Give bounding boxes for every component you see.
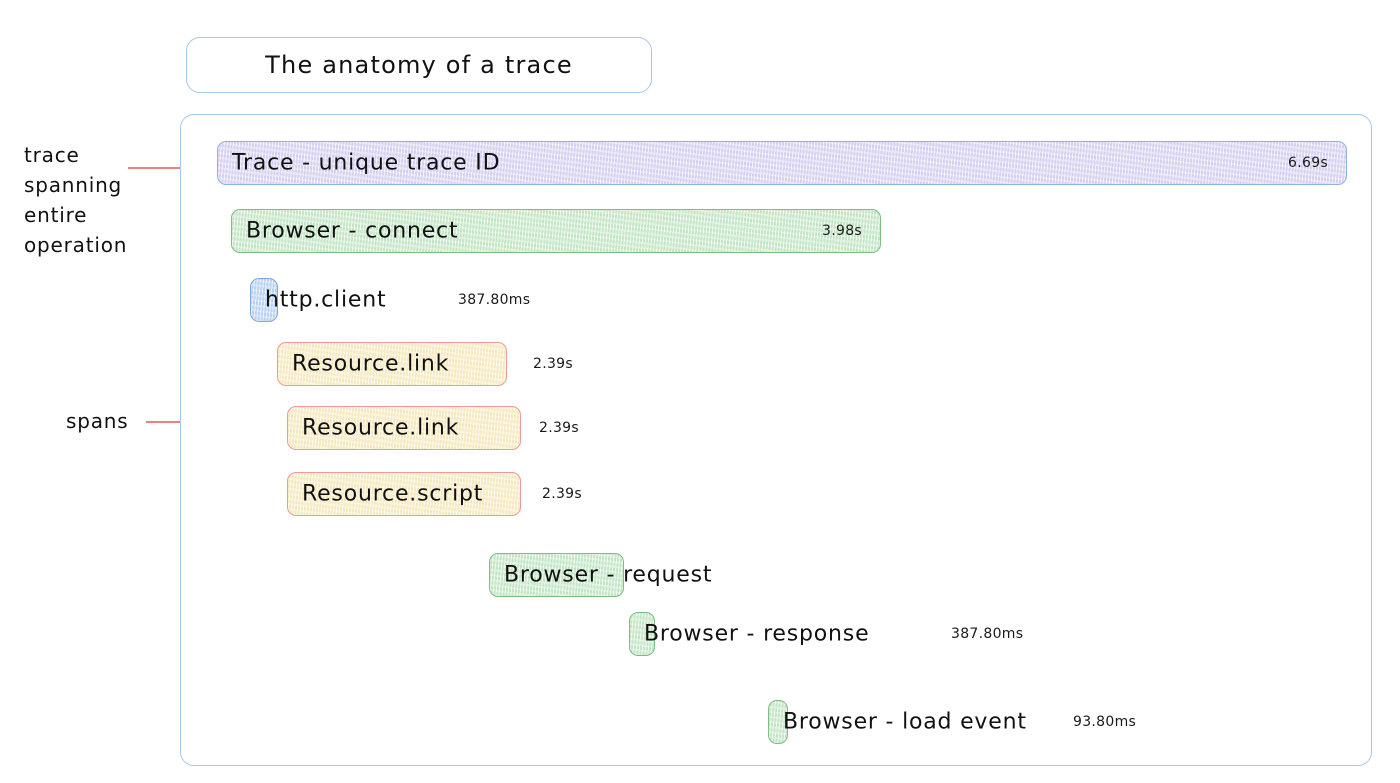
span-label-browser-request: Browser - request — [504, 562, 713, 588]
span-row-http-client[interactable]: http.client 387.80ms — [250, 278, 750, 322]
span-duration-browser-response: 387.80ms — [951, 626, 1024, 642]
span-row-browser-request[interactable]: Browser - request — [489, 553, 929, 597]
span-bar-resource-link-2[interactable]: Resource.link — [287, 406, 521, 450]
span-duration-trace: 6.69s — [1288, 155, 1328, 171]
span-bar-resource-link-1[interactable]: Resource.link — [277, 342, 507, 386]
annotation-trace-leader-line — [128, 167, 206, 169]
span-row-browser-response[interactable]: Browser - response 387.80ms — [629, 612, 1249, 656]
span-row-resource-script[interactable]: Resource.script 2.39s — [287, 472, 827, 516]
span-label-trace: Trace - unique trace ID — [232, 150, 501, 176]
span-label-resource-script: Resource.script — [302, 481, 484, 507]
span-label-http-client: http.client — [265, 287, 387, 313]
span-duration-resource-link-1: 2.39s — [533, 356, 573, 372]
span-duration-browser-load-event: 93.80ms — [1073, 714, 1137, 730]
annotation-line-3: entire — [24, 203, 88, 227]
span-duration-resource-script: 2.39s — [542, 486, 582, 502]
span-bar-trace[interactable]: Trace - unique trace ID 6.69s — [217, 141, 1347, 185]
span-row-resource-link-2[interactable]: Resource.link 2.39s — [287, 406, 827, 450]
span-bar-resource-script[interactable]: Resource.script — [287, 472, 521, 516]
page-title: The anatomy of a trace — [265, 51, 573, 79]
span-bar-browser-request[interactable]: Browser - request — [489, 553, 712, 597]
span-label-browser-connect: Browser - connect — [246, 218, 459, 244]
annotation-trace-spanning-entire-operation: trace spanning entire operation — [24, 140, 127, 260]
span-row-browser-connect[interactable]: Browser - connect 3.98s — [231, 209, 931, 253]
span-bar-browser-load-event[interactable]: Browser - load event — [768, 700, 1026, 744]
span-label-resource-link-1: Resource.link — [292, 351, 450, 377]
span-label-browser-response: Browser - response — [644, 621, 870, 647]
span-label-resource-link-2: Resource.link — [302, 415, 460, 441]
trace-waterfall-container: Trace - unique trace ID 6.69s Browser - … — [180, 114, 1372, 766]
span-duration-resource-link-2: 2.39s — [539, 420, 579, 436]
annotation-spans: spans — [66, 409, 129, 433]
span-duration-browser-connect: 3.98s — [822, 223, 862, 239]
span-bar-http-client[interactable]: http.client — [250, 278, 386, 322]
span-row-browser-load-event[interactable]: Browser - load event 93.80ms — [768, 700, 1328, 744]
diagram-title-box: The anatomy of a trace — [186, 37, 652, 93]
annotation-line-1: trace — [24, 143, 80, 167]
span-label-browser-load-event: Browser - load event — [783, 709, 1027, 735]
span-row-resource-link-1[interactable]: Resource.link 2.39s — [277, 342, 817, 386]
annotation-line-4: operation — [24, 233, 128, 257]
span-bar-browser-response[interactable]: Browser - response — [629, 612, 869, 656]
span-duration-http-client: 387.80ms — [458, 292, 531, 308]
span-bar-browser-connect[interactable]: Browser - connect 3.98s — [231, 209, 881, 253]
annotation-line-2: spanning — [24, 173, 123, 197]
span-row-trace[interactable]: Trace - unique trace ID 6.69s — [217, 141, 1357, 185]
